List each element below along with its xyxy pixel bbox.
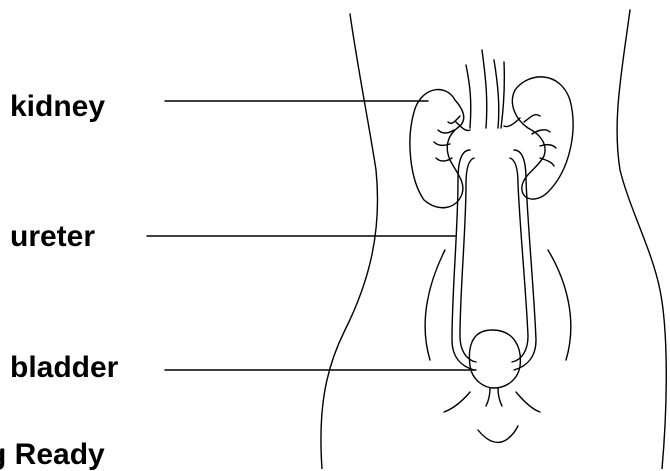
pelvis-lower-right bbox=[516, 392, 540, 412]
bladder bbox=[469, 330, 520, 388]
vessel-3 bbox=[494, 60, 499, 128]
body-outline-right bbox=[617, 10, 666, 469]
right-ureter-inner bbox=[510, 158, 528, 362]
right-kidney bbox=[512, 77, 573, 199]
vessel-2 bbox=[482, 50, 487, 128]
left-kidney bbox=[410, 90, 464, 208]
right-kidney-calyx-2 bbox=[532, 130, 550, 134]
ureter-label: ureter bbox=[10, 222, 95, 252]
right-kidney-calyx-3 bbox=[540, 145, 556, 148]
right-kidney-calyx-4 bbox=[540, 158, 554, 166]
vessel-1 bbox=[466, 65, 471, 128]
vessel-4 bbox=[501, 62, 504, 128]
body-outline-left bbox=[321, 14, 378, 469]
urethra-2 bbox=[498, 388, 502, 406]
pelvis-left-curve bbox=[425, 250, 445, 360]
footer-text: g Ready bbox=[0, 440, 105, 470]
left-kidney-calyx-1 bbox=[448, 116, 460, 123]
urethra bbox=[486, 388, 490, 406]
right-kidney-calyx-5 bbox=[504, 118, 520, 127]
pelvis-right-curve bbox=[548, 250, 571, 360]
left-kidney-calyx-5 bbox=[456, 122, 470, 131]
right-kidney-calyx-1 bbox=[524, 115, 540, 122]
pelvis-lower bbox=[444, 392, 470, 412]
kidney-label: kidney bbox=[10, 92, 105, 122]
groin bbox=[478, 426, 518, 442]
bladder-label: bladder bbox=[10, 353, 118, 383]
left-kidney-calyx-2 bbox=[438, 130, 454, 133]
